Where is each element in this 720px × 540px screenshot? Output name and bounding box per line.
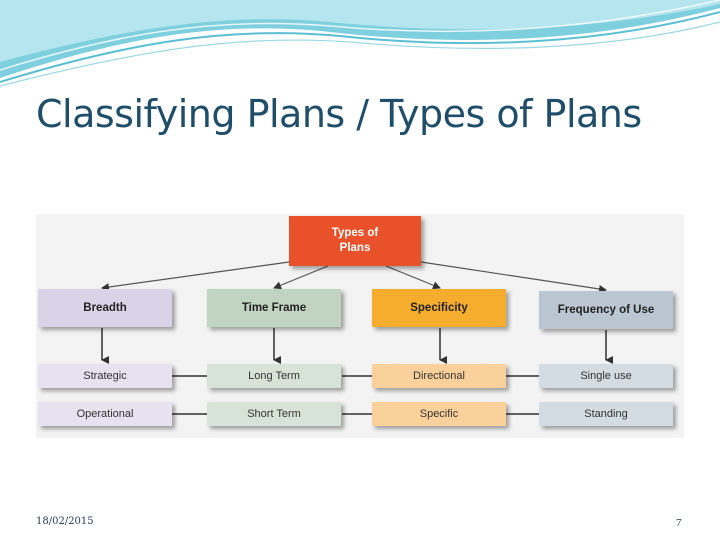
slide-page-number: 7: [676, 517, 682, 529]
link-root-specificity: [385, 265, 441, 290]
item-directional: Directional: [372, 364, 506, 388]
slide-date: 18/02/2015: [36, 516, 94, 527]
link-root-breadth: [101, 261, 290, 291]
link-root-timeframe: [273, 265, 329, 290]
item-short-term: Short Term: [207, 402, 341, 426]
item-strategic: Strategic: [38, 364, 172, 388]
item-standing: Standing: [539, 402, 673, 426]
item-specific: Specific: [372, 402, 506, 426]
header-specificity: Specificity: [372, 289, 506, 327]
header-frequency-of-use: Frequency of Use: [539, 291, 673, 329]
connector-lines: [101, 261, 613, 415]
link-root-frequency: [420, 261, 607, 293]
item-long-term: Long Term: [207, 364, 341, 388]
item-single-use: Single use: [539, 364, 673, 388]
header-wave-decoration: [0, 0, 720, 87]
item-operational: Operational: [38, 402, 172, 426]
slide-title: Classifying Plans / Types of Plans: [36, 92, 642, 136]
header-time-frame: Time Frame: [207, 289, 341, 327]
root-types-of-plans: Types of Plans: [289, 216, 421, 266]
plans-diagram: Types of Plans Breadth Time Frame Specif…: [36, 214, 684, 438]
header-breadth: Breadth: [38, 289, 172, 327]
